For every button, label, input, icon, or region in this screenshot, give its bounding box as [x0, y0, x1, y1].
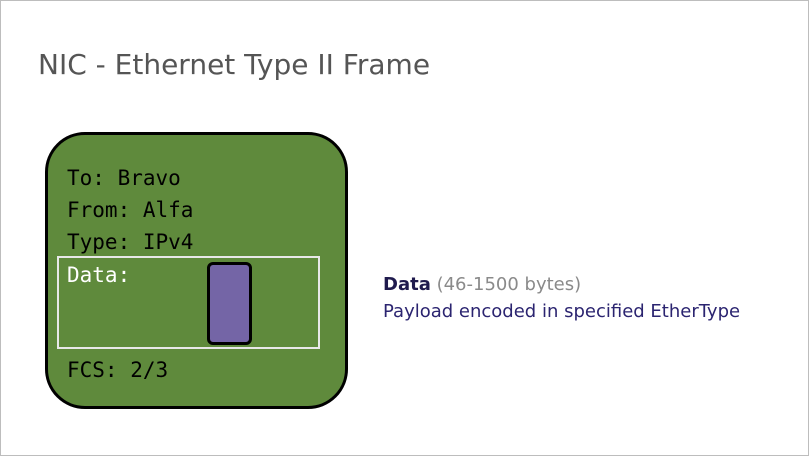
- data-annotation: Data (46-1500 bytes) Payload encoded in …: [383, 271, 740, 325]
- frame-data-box: [57, 256, 320, 349]
- annotation-size: (46-1500 bytes): [436, 274, 582, 295]
- payload-block: [207, 262, 252, 345]
- frame-data-label: Data:: [67, 263, 131, 287]
- slide-title: NIC - Ethernet Type II Frame: [38, 48, 431, 81]
- frame-from-field: From: Alfa: [67, 198, 194, 222]
- frame-fcs-field: FCS: 2/3: [67, 358, 169, 382]
- annotation-heading: Data: [383, 274, 431, 295]
- frame-to-field: To: Bravo: [67, 166, 181, 190]
- frame-type-field: Type: IPv4: [67, 230, 194, 254]
- ethernet-frame-card: [45, 132, 348, 409]
- annotation-description: Payload encoded in specified EtherType: [383, 301, 741, 322]
